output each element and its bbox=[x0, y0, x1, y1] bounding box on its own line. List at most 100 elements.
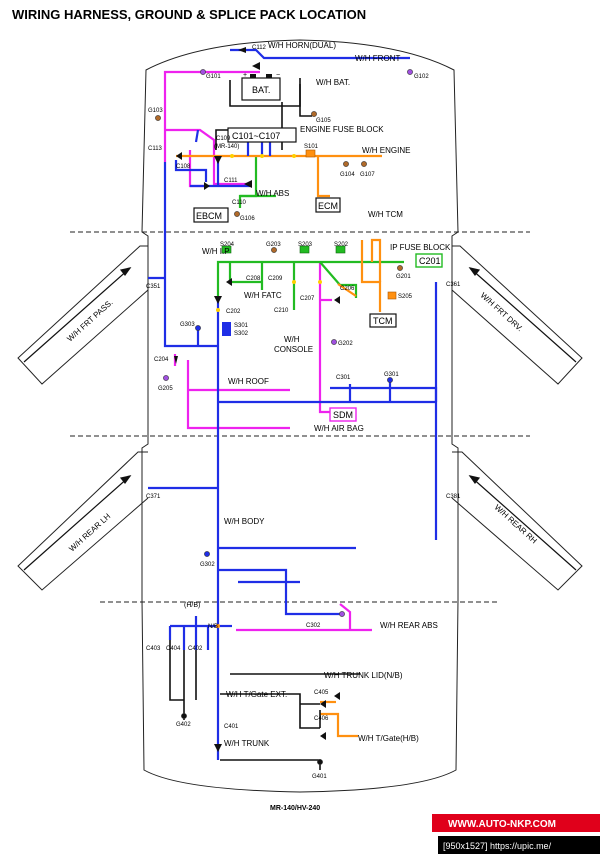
connector-c403: C403 bbox=[146, 646, 161, 652]
connector-c109-sub: (MR-140) bbox=[214, 144, 239, 150]
sdm-label: SDM bbox=[333, 410, 353, 420]
connector-c302: C302 bbox=[306, 623, 321, 629]
ebcm-label: EBCM bbox=[196, 211, 222, 221]
harness-frt-drv-label: W/H FRT DRV. bbox=[479, 291, 525, 333]
harness-ip-label: W/H I.P bbox=[202, 247, 230, 256]
ground-g103: G103 bbox=[148, 108, 163, 114]
ground-points bbox=[155, 69, 413, 765]
splice-s202: S202 bbox=[334, 242, 349, 248]
watermark-upic-banner bbox=[438, 836, 600, 854]
ground-g401: G401 bbox=[312, 774, 327, 780]
harness-fatc-label: W/H FATC bbox=[244, 291, 282, 300]
engine-fuse-block-label: ENGINE FUSE BLOCK bbox=[300, 125, 384, 134]
harness-roof-label: W/H ROOF bbox=[228, 377, 269, 386]
harness-bat-label: W/H BAT. bbox=[316, 78, 350, 87]
fuse-connectors-label: C101~C107 bbox=[232, 131, 280, 141]
magenta-wires bbox=[163, 70, 372, 632]
battery-plus-sign: + bbox=[243, 72, 247, 79]
harness-rear-lh-label: W/H REAR LH bbox=[67, 512, 112, 554]
harness-horn-label: W/H HORN(DUAL) bbox=[268, 41, 336, 50]
watermark-banner bbox=[432, 814, 600, 832]
connector-c361: C361 bbox=[446, 282, 461, 288]
harness-front-label: W/H FRONT bbox=[355, 54, 400, 63]
harness-airbag-label: W/H AIR BAG bbox=[314, 424, 364, 433]
connector-dots bbox=[216, 154, 322, 628]
ecm-label: ECM bbox=[318, 201, 338, 211]
battery-label: BAT. bbox=[252, 85, 270, 95]
harness-trunk-label: W/H TRUNK bbox=[224, 739, 270, 748]
battery-minus-sign: − bbox=[276, 72, 280, 79]
connector-c301: C301 bbox=[336, 375, 351, 381]
blue-wires bbox=[148, 48, 438, 760]
harness-trunk-lid-label: W/H TRUNK LID(N/B) bbox=[324, 671, 403, 680]
tcm-label: TCM bbox=[373, 316, 393, 326]
watermark-upic: [950x1527] https://upic.me/ bbox=[443, 841, 552, 851]
component-boxes bbox=[193, 74, 443, 422]
splice-s204: S204 bbox=[220, 242, 235, 248]
connector-c371: C371 bbox=[146, 494, 161, 500]
harness-nb-label: N/B bbox=[208, 624, 218, 630]
harness-tgate-ext-label: W/H T/Gate EXT. bbox=[226, 690, 287, 699]
splice-s301: S301 bbox=[234, 323, 249, 329]
ground-g203: G203 bbox=[266, 242, 281, 248]
footer-code: MR-140/HV-240 bbox=[270, 805, 320, 812]
harness-abs-label: W/H ABS bbox=[256, 189, 289, 198]
connector-c110: C110 bbox=[232, 200, 247, 206]
splice-packs bbox=[221, 149, 397, 336]
harness-engine-label: W/H ENGINE bbox=[362, 146, 410, 155]
connector-c406: C406 bbox=[314, 716, 329, 722]
green-wires bbox=[216, 156, 404, 310]
connector-c206: C206 bbox=[340, 286, 355, 292]
connector-c210: C210 bbox=[274, 308, 289, 314]
ground-g105: G105 bbox=[316, 118, 331, 124]
connector-c113: C113 bbox=[148, 146, 163, 152]
ground-g102: G102 bbox=[414, 74, 429, 80]
ground-g202: G202 bbox=[338, 341, 353, 347]
connector-c405: C405 bbox=[314, 690, 329, 696]
page-title: WIRING HARNESS, GROUND & SPLICE PACK LOC… bbox=[12, 7, 366, 22]
ground-g302: G302 bbox=[200, 562, 215, 568]
c201-label: C201 bbox=[419, 256, 441, 266]
ground-g402: G402 bbox=[176, 722, 191, 728]
door-harness-lines bbox=[23, 267, 577, 571]
harness-tgate-hb-label: W/H T/Gate(H/B) bbox=[358, 734, 419, 743]
ground-g205: G205 bbox=[158, 386, 173, 392]
connector-c351: C351 bbox=[146, 284, 161, 290]
ground-g303: G303 bbox=[180, 322, 195, 328]
splice-s205: S205 bbox=[398, 294, 413, 300]
connector-c404: C404 bbox=[166, 646, 181, 652]
connector-c112: C112 bbox=[252, 45, 267, 51]
connector-c109: C109 bbox=[216, 136, 231, 142]
splice-s203: S203 bbox=[298, 242, 313, 248]
connector-c209: C209 bbox=[268, 276, 283, 282]
ground-g101: G101 bbox=[206, 74, 221, 80]
ground-g301: G301 bbox=[384, 372, 399, 378]
connector-c402: C402 bbox=[188, 646, 203, 652]
ground-g201: G201 bbox=[396, 274, 411, 280]
connector-c108: C108 bbox=[176, 164, 191, 170]
harness-tcm-label: W/H TCM bbox=[368, 210, 403, 219]
harness-console-label-1: W/H bbox=[284, 335, 300, 344]
splice-s302: S302 bbox=[234, 331, 249, 337]
harness-rear-abs-label: W/H REAR ABS bbox=[380, 621, 438, 630]
connector-c111: C111 bbox=[224, 178, 238, 184]
harness-body-label: W/H BODY bbox=[224, 517, 265, 526]
vehicle-outline bbox=[17, 39, 583, 793]
connector-c204: C204 bbox=[154, 357, 169, 363]
connector-c381: C381 bbox=[446, 494, 461, 500]
splice-s101: S101 bbox=[304, 144, 319, 150]
connector-c202: C202 bbox=[226, 309, 241, 315]
ground-g104: G104 bbox=[340, 172, 355, 178]
watermark-site: WWW.AUTO-NKP.COM bbox=[448, 819, 556, 830]
harness-hb-label: (H/B) bbox=[184, 602, 200, 609]
wire-arrows bbox=[174, 47, 340, 752]
ground-g106: G106 bbox=[240, 216, 255, 222]
ip-fuse-block-label: IP FUSE BLOCK bbox=[390, 243, 451, 252]
connector-c208: C208 bbox=[246, 276, 261, 282]
ground-g107: G107 bbox=[360, 172, 375, 178]
harness-frt-pass-label: W/H FRT PASS. bbox=[65, 298, 114, 344]
connector-c401: C401 bbox=[224, 724, 239, 730]
connector-c207: C207 bbox=[300, 296, 315, 302]
harness-console-label-2: CONSOLE bbox=[274, 345, 313, 354]
